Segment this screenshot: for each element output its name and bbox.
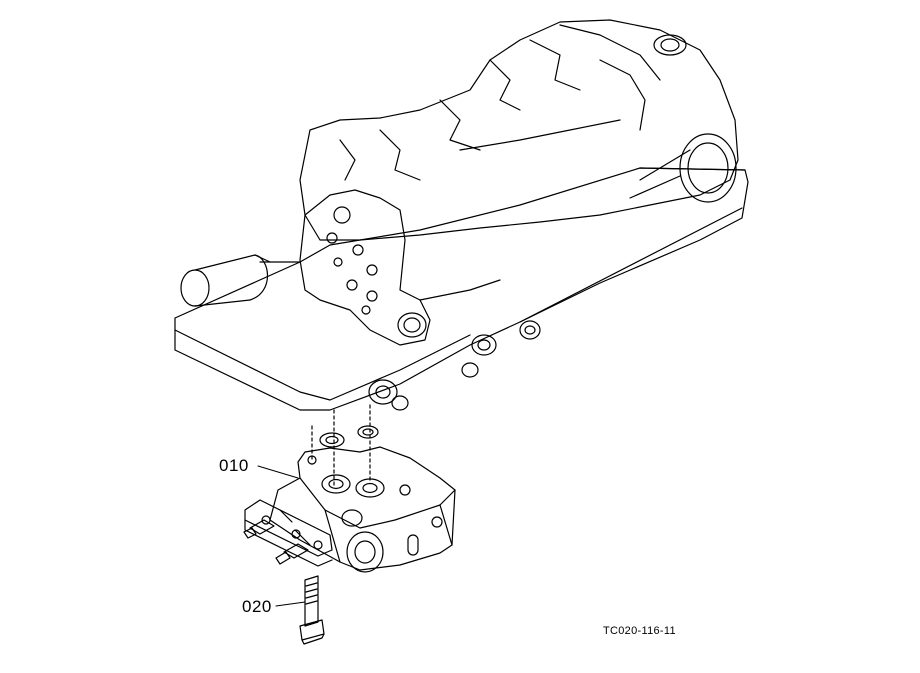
leader-line-020 — [276, 602, 305, 606]
part-label-010: 010 — [219, 456, 249, 475]
hydraulic-housing — [175, 20, 748, 410]
bolt — [300, 576, 324, 644]
part-label-020: 020 — [242, 597, 272, 616]
leader-line-010 — [258, 466, 298, 478]
figure-code: TC020-116-11 — [603, 625, 676, 637]
leader-lines — [258, 466, 305, 606]
o-rings — [312, 405, 378, 488]
control-valve — [244, 447, 455, 572]
